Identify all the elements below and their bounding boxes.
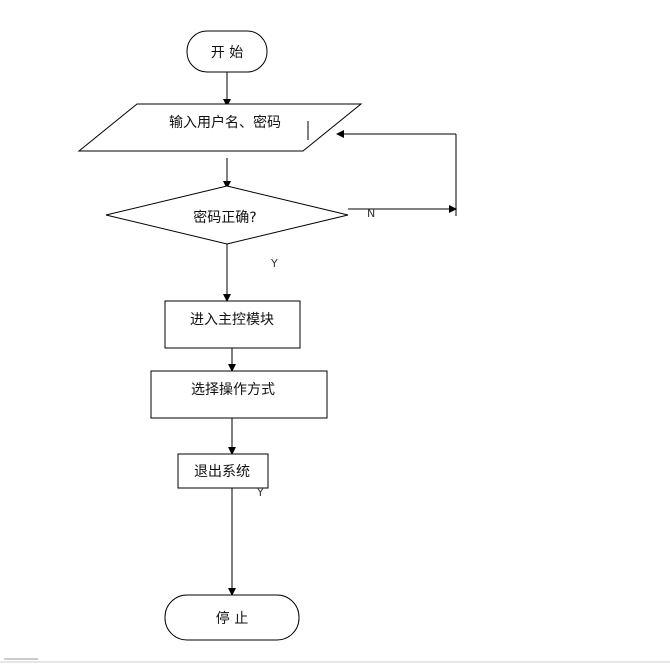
exit-system-label: 退出系统 bbox=[194, 464, 250, 480]
choose-mode-box bbox=[150, 370, 328, 419]
input-parallelogram bbox=[77, 103, 363, 152]
exit-system-box bbox=[177, 453, 269, 489]
choose-mode-label: 选择操作方式 bbox=[191, 382, 275, 398]
yes-stray-label: Y bbox=[256, 486, 264, 499]
main-module-box bbox=[164, 300, 301, 349]
start-label: 开 始 bbox=[211, 45, 243, 61]
main-module-label: 进入主控模块 bbox=[190, 312, 274, 328]
input-label: 输入用户名、密码 bbox=[169, 114, 281, 131]
no-label: N bbox=[367, 207, 375, 220]
yes-label: Y bbox=[270, 257, 278, 270]
decision-label: 密码正确? bbox=[193, 209, 256, 226]
stop-label: 停 止 bbox=[216, 610, 248, 627]
stop-terminal bbox=[164, 594, 300, 641]
